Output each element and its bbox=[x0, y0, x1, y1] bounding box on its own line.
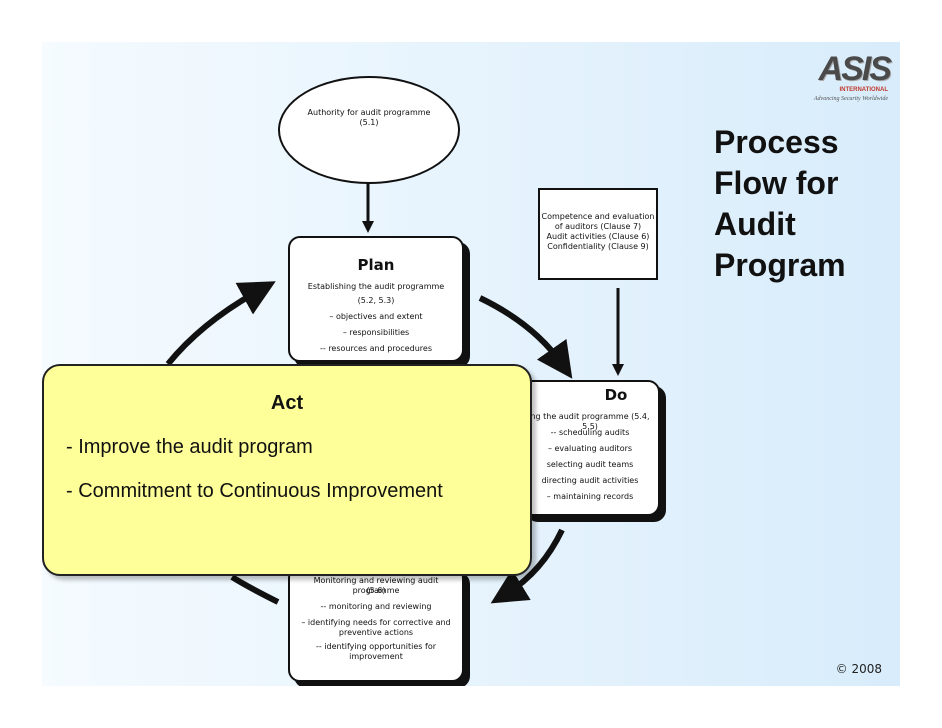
title-line: Audit bbox=[714, 206, 796, 242]
cycle-arrows bbox=[165, 180, 624, 605]
plan-box: Plan Establishing the audit programme (5… bbox=[288, 236, 464, 362]
plan-line: Establishing the audit programme bbox=[307, 282, 445, 291]
competence-line: of auditors (Clause 7) bbox=[554, 222, 642, 231]
asis-logo: ASIS INTERNATIONAL Advancing Security Wo… bbox=[790, 50, 892, 106]
title-line: Flow for bbox=[714, 165, 839, 201]
plan-line: (5.2, 5.3) bbox=[357, 296, 395, 305]
do-line: ng the audit programme (5.4, 5.5) bbox=[530, 412, 650, 431]
do-box: Do ng the audit programme (5.4, 5.5) -- … bbox=[520, 380, 660, 516]
authority-node: Authority for audit programme (5.1) bbox=[278, 76, 460, 184]
logo-subtitle: INTERNATIONAL bbox=[839, 87, 888, 93]
arrow-act-to-plan bbox=[165, 281, 276, 366]
do-line: – evaluating auditors bbox=[547, 444, 633, 453]
copyright: © 2008 bbox=[835, 662, 882, 676]
arrow-do-to-check bbox=[490, 528, 565, 604]
do-line: selecting audit teams bbox=[546, 460, 634, 469]
do-heading: Do bbox=[604, 386, 628, 404]
authority-clause: (5.1) bbox=[359, 118, 379, 127]
check-line: -- monitoring and reviewing bbox=[320, 602, 432, 611]
do-line: -- scheduling audits bbox=[550, 428, 630, 437]
plan-line: – responsibilities bbox=[342, 328, 410, 337]
competence-line: Competence and evaluation bbox=[541, 212, 655, 221]
check-line: -- identifying opportunities for improve… bbox=[315, 642, 437, 661]
title-line: Program bbox=[714, 247, 846, 283]
act-title: Act bbox=[270, 392, 304, 414]
check-box: Monitoring and reviewing audit programme… bbox=[288, 566, 464, 682]
check-line: Monitoring and reviewing audit programme bbox=[313, 576, 439, 595]
competence-line: Audit activities (Clause 6) bbox=[546, 232, 650, 241]
check-line: (5.6) bbox=[366, 586, 386, 595]
act-bullet: - Commitment to Continuous Improvement bbox=[66, 480, 443, 502]
check-line: preventive actions bbox=[338, 628, 414, 637]
slide-title: Process Flow for Audit Program bbox=[714, 122, 894, 286]
check-line: – identifying needs for corrective and bbox=[301, 618, 451, 627]
competence-line: Confidentiality (Clause 9) bbox=[547, 242, 649, 251]
do-line: directing audit activities bbox=[541, 476, 639, 485]
logo-wordmark: ASIS bbox=[818, 50, 892, 88]
plan-line: – objectives and extent bbox=[329, 312, 423, 321]
arrow-plan-to-do bbox=[478, 295, 573, 379]
title-line: Process bbox=[714, 124, 839, 160]
do-line: – maintaining records bbox=[546, 492, 634, 501]
act-callout: Act - Improve the audit program - Commit… bbox=[42, 364, 532, 576]
authority-label: Authority for audit programme bbox=[307, 108, 431, 117]
slide: ASIS INTERNATIONAL Advancing Security Wo… bbox=[42, 42, 900, 686]
plan-heading: Plan bbox=[357, 256, 395, 274]
logo-tagline: Advancing Security Worldwide bbox=[813, 96, 888, 102]
act-bullet: - Improve the audit program bbox=[66, 436, 313, 458]
competence-box: Competence and evaluation of auditors (C… bbox=[538, 188, 658, 280]
plan-line: -- resources and procedures bbox=[320, 344, 432, 353]
arrow-check-to-act bbox=[230, 574, 280, 605]
